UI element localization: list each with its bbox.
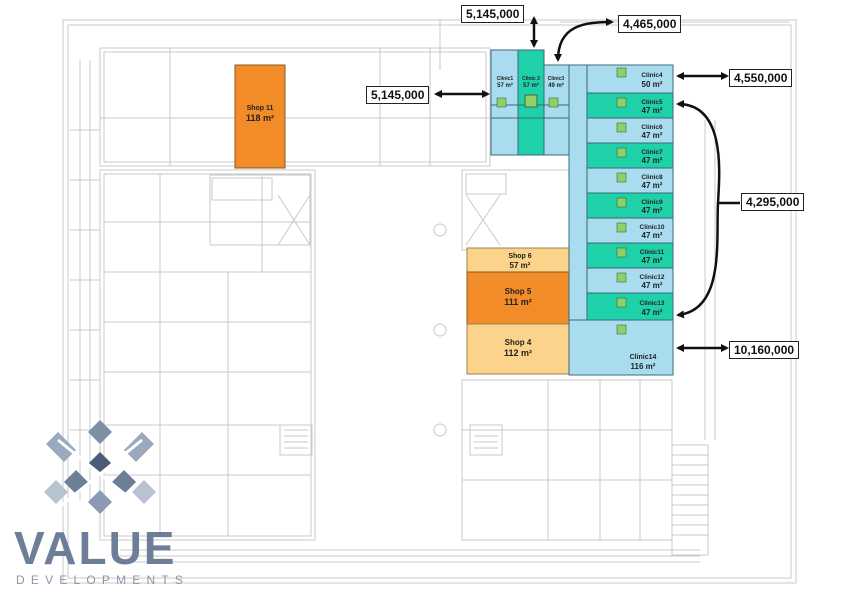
- arrow-clinic3-top: [554, 18, 614, 62]
- clinic-8-name: Clinic8: [641, 174, 663, 181]
- shops: [234, 64, 570, 375]
- arrow-clinics-5-13: [676, 100, 721, 319]
- clinic-11-unit[interactable]: [586, 242, 674, 269]
- clinic-3-name: Clinic3: [548, 76, 565, 82]
- building-outline: [62, 19, 797, 584]
- shop-6-name: Shop 6: [508, 253, 531, 260]
- price-clinic3-top: 4,465,000: [618, 15, 682, 33]
- clinic-14-area: 116 m²: [631, 362, 656, 371]
- price-arrows: [434, 16, 740, 352]
- price-clinic2-top: 5,145,000: [461, 5, 525, 23]
- clinic-14-name: Clinic14: [630, 354, 657, 361]
- clinic-1-name: Clinic1: [497, 76, 514, 82]
- clinic-10-name: Clinic10: [640, 224, 665, 231]
- clinic-9-unit[interactable]: [586, 192, 674, 219]
- clinic-11-area: 47 m²: [642, 256, 663, 265]
- clinic-3-area: 49 m²: [548, 82, 564, 89]
- clinic-3-unit[interactable]: [543, 64, 570, 156]
- shop-5-unit[interactable]: [466, 271, 570, 325]
- clinics-top-row: [490, 49, 570, 156]
- clinic-9-name: Clinic9: [641, 199, 663, 206]
- shop-11-unit[interactable]: [234, 64, 286, 169]
- clinic-13-area: 47 m²: [642, 308, 663, 317]
- clinic-8-unit[interactable]: [586, 167, 674, 194]
- clinic-4-name: Clinic4: [641, 72, 663, 79]
- clinic-4-unit[interactable]: [586, 64, 674, 94]
- clinic-2-name: Clinic 2: [522, 76, 540, 82]
- wc-blocks: [496, 67, 627, 335]
- price-clinic1-left: 5,145,000: [366, 86, 430, 104]
- clinic-11-name: Clinic11: [640, 249, 665, 256]
- shop-11-name: Shop 11: [247, 105, 274, 112]
- clinics-east-column: [568, 64, 674, 376]
- clinic-5-unit[interactable]: [586, 92, 674, 119]
- shop-4-area: 112 m²: [504, 348, 532, 358]
- price-clinics-5-13: 4,295,000: [741, 193, 805, 211]
- shop-4-name: Shop 4: [505, 338, 532, 347]
- clinic-7-name: Clinic7: [641, 149, 663, 156]
- clinic-12-area: 47 m²: [642, 281, 663, 290]
- clinic-5-area: 47 m²: [642, 106, 663, 115]
- clinic-5-name: Clinic5: [641, 99, 663, 106]
- clinic-4-area: 50 m²: [642, 80, 663, 89]
- clinic-10-unit[interactable]: [586, 217, 674, 244]
- shop-5-name: Shop 5: [505, 287, 532, 296]
- price-clinic4: 4,550,000: [729, 69, 793, 87]
- clinic-8-area: 47 m²: [642, 181, 663, 190]
- logo-wordmark: VALUE: [14, 522, 177, 574]
- clinic-6-name: Clinic6: [641, 124, 663, 131]
- value-logo-mark: [44, 420, 156, 514]
- clinic-12-unit[interactable]: [586, 267, 674, 294]
- clinic-7-unit[interactable]: [586, 142, 674, 169]
- unit-labels: Shop 11 118 m² Shop 6 57 m² Shop 5 111 m…: [246, 72, 665, 371]
- clinic-2-area: 57 m²: [523, 82, 539, 89]
- clinic-13-name: Clinic13: [640, 300, 665, 307]
- logo-subtitle: DEVELOPMENTS: [16, 573, 190, 587]
- shop-6-area: 57 m²: [510, 261, 531, 270]
- clinic-13-unit[interactable]: [586, 292, 674, 321]
- clinic-9-area: 47 m²: [642, 206, 663, 215]
- clinic-12-name: Clinic12: [640, 274, 665, 281]
- clinic-6-area: 47 m²: [642, 131, 663, 140]
- price-clinic14: 10,160,000: [729, 341, 800, 359]
- clinic-10-area: 47 m²: [642, 231, 663, 240]
- shop-11-area: 118 m²: [246, 113, 274, 123]
- clinic-1-area: 57 m²: [497, 82, 513, 89]
- shop-5-area: 111 m²: [504, 297, 532, 307]
- clinic-7-area: 47 m²: [642, 156, 663, 165]
